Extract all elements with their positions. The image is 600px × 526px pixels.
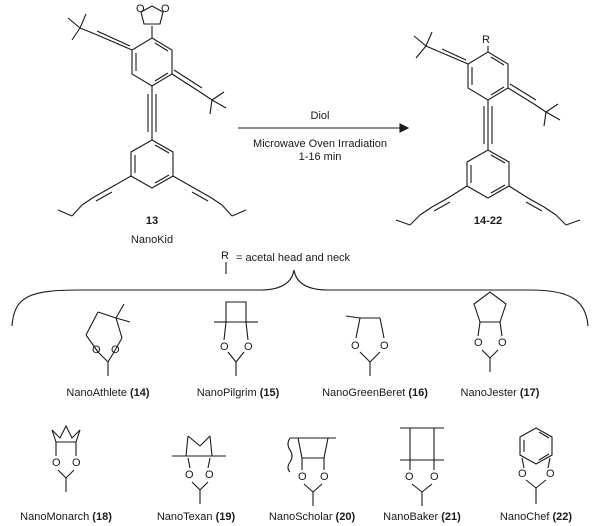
nanomonarch-structure [51, 424, 81, 492]
o-scholar-right: O [320, 471, 329, 483]
reactant-number: 13 [145, 215, 159, 227]
r-legend-text: = acetal head and neck [236, 252, 351, 264]
lower-benzene-ring [130, 139, 174, 189]
nanokid-molecule [57, 5, 247, 217]
caption-nanoathlete: NanoAthlete (14) [66, 387, 150, 399]
caption-nanotexan: NanoTexan (19) [156, 511, 236, 523]
nanopilgrim-structure [214, 301, 258, 376]
o-jester-left: O [474, 337, 483, 349]
time-label: 1-16 min [298, 151, 342, 163]
nanoscholar-structure [287, 437, 336, 506]
reagent-label: Diol [310, 110, 330, 122]
caption-nanoscholar: NanoScholar (20) [268, 511, 356, 523]
product-upper-benzene [467, 51, 509, 101]
o-pilgrim-left: O [220, 341, 229, 353]
caption-nanopilgrim: NanoPilgrim (15) [196, 387, 280, 399]
o-athlete-left: O [92, 344, 101, 356]
nanobaker-structure [400, 427, 444, 506]
nanochef-structure [519, 427, 553, 504]
o-greenberet-left: O [351, 340, 360, 352]
nanojester-structure [473, 291, 507, 372]
condition-label: Microwave Oven Irradiation [253, 138, 387, 150]
o-monarch-right: O [72, 457, 81, 469]
caption-nanomonarch: NanoMonarch (18) [20, 511, 112, 523]
nanoathlete-structure [85, 303, 131, 376]
o-baker-right: O [430, 471, 439, 483]
product-numbers: 14-22 [473, 215, 503, 227]
nanotexan-structure [172, 435, 226, 504]
grouping-brace [11, 269, 589, 327]
o-pilgrim-right: O [244, 341, 253, 353]
product-r-group: R [482, 34, 490, 46]
o-texan-left: O [185, 469, 194, 481]
o-monarch-left: O [52, 457, 61, 469]
reactant-name: NanoKid [130, 234, 174, 246]
o-chef-left: O [518, 468, 527, 480]
dioxolane-ring [140, 5, 164, 25]
o-chef-right: O [546, 468, 555, 480]
caption-nanojester: NanoJester (17) [460, 387, 540, 399]
nanokid-oxygen-left: O [136, 3, 145, 15]
o-greenberet-right: O [380, 340, 389, 352]
caption-nanogreenberet: NanoGreenBeret (16) [322, 387, 428, 399]
caption-nanochef: NanoChef (22) [499, 511, 573, 523]
o-athlete-right: O [111, 344, 120, 356]
upper-benzene-ring [131, 37, 173, 87]
o-jester-right: O [498, 337, 507, 349]
o-scholar-left: O [298, 471, 307, 483]
o-texan-right: O [205, 469, 214, 481]
product-molecule [395, 31, 581, 226]
r-legend-symbol: R [221, 250, 229, 262]
nanokid-oxygen-right: O [161, 3, 170, 15]
nanogreenberet-structure [345, 315, 385, 376]
product-lower-benzene [466, 149, 510, 199]
o-baker-left: O [405, 471, 414, 483]
caption-nanobaker: NanoBaker (21) [383, 511, 461, 523]
